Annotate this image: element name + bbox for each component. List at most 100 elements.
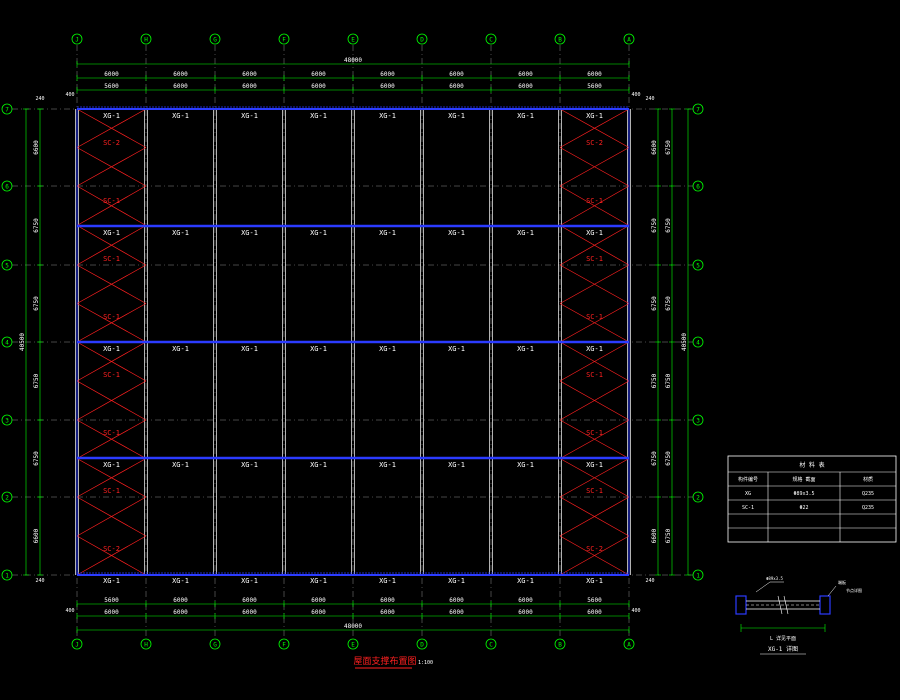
axis-bubble bbox=[278, 33, 290, 45]
brace-member bbox=[559, 458, 630, 498]
strut-label: XG-1 bbox=[448, 577, 465, 585]
edge-dim-text: 400 bbox=[631, 608, 640, 614]
axis-bubble bbox=[485, 638, 497, 650]
dim-top-inner-text: 6000 bbox=[311, 83, 326, 90]
detail-caption: XG-1 详图 bbox=[768, 645, 798, 653]
brace-member bbox=[76, 496, 147, 537]
dim-top-inner-text: 6000 bbox=[449, 83, 464, 90]
brace-member bbox=[76, 341, 147, 382]
strut-label: XG-1 bbox=[379, 461, 396, 469]
detail-leader bbox=[755, 581, 771, 593]
axis-bubble bbox=[623, 33, 635, 45]
strut-label: XG-1 bbox=[310, 229, 327, 237]
strut-label: XG-1 bbox=[310, 112, 327, 120]
brace-label: SC-2 bbox=[103, 139, 120, 147]
dim-bottom-bays-text: 6000 bbox=[380, 609, 395, 616]
axis-bubble-label: A bbox=[627, 642, 631, 649]
strut-label: XG-1 bbox=[448, 345, 465, 353]
brace-member bbox=[76, 458, 147, 498]
dim-top-inner-text: 6000 bbox=[173, 83, 188, 90]
axis-bubble-label: 4 bbox=[5, 340, 9, 347]
dim-right-bays-text: 6600 bbox=[651, 140, 658, 155]
brace-label: SC-1 bbox=[103, 197, 120, 205]
strut-label: XG-1 bbox=[172, 229, 189, 237]
detail-dim-label: L 详见平面 bbox=[770, 635, 796, 642]
axis-bubble-label: B bbox=[558, 37, 562, 44]
axis-bubble-label: G bbox=[213, 642, 217, 649]
tie-beams bbox=[76, 106, 630, 576]
axis-bubble bbox=[1, 491, 13, 503]
axis-bubble bbox=[623, 638, 635, 650]
dim-top-bays-text: 6000 bbox=[173, 71, 188, 78]
dim-bottom-inner-text: 6000 bbox=[380, 597, 395, 604]
strut-label: XG-1 bbox=[310, 461, 327, 469]
table-cell: XG bbox=[745, 491, 751, 497]
axis-bubble bbox=[554, 638, 566, 650]
dim-left-bays-text: 6750 bbox=[33, 373, 40, 388]
dim-right-bays-text: 6750 bbox=[651, 296, 658, 311]
axis-bubble bbox=[692, 336, 704, 348]
axis-bubble-label: 4 bbox=[696, 340, 700, 347]
strut-label: XG-1 bbox=[448, 112, 465, 120]
dim-right-bays-text: 6750 bbox=[651, 373, 658, 388]
strut-label: XG-1 bbox=[517, 112, 534, 120]
dim-right-outer-text: 6750 bbox=[665, 218, 672, 233]
dim-right-outer-text: 6750 bbox=[665, 373, 672, 388]
axis-bubble bbox=[692, 414, 704, 426]
axis-bubble-label: C bbox=[489, 642, 493, 649]
axis-bubble-label: 6 bbox=[696, 184, 700, 191]
dim-right-bays-text: 6600 bbox=[651, 528, 658, 543]
axis-bubble-label: 2 bbox=[5, 495, 9, 502]
axis-bubble-label: F bbox=[282, 37, 286, 44]
axis-bubble bbox=[71, 638, 83, 650]
strut-label: XG-1 bbox=[379, 345, 396, 353]
strut-label: XG-1 bbox=[586, 461, 603, 469]
axis-bubble-label: C bbox=[489, 37, 493, 44]
axis-bubble-label: F bbox=[282, 642, 286, 649]
brace-member bbox=[76, 185, 147, 226]
edge-dim-text: 400 bbox=[65, 608, 74, 614]
dim-bottom-bays-text: 6000 bbox=[587, 609, 602, 616]
axis-bubble-label: 3 bbox=[5, 418, 9, 425]
table-frame bbox=[727, 455, 897, 543]
detail-break-mark bbox=[783, 595, 789, 615]
axis-bubble-label: 3 bbox=[696, 418, 700, 425]
brace-label: SC-1 bbox=[586, 487, 603, 495]
brace-label: SC-1 bbox=[586, 197, 603, 205]
table-cell: Φ22 bbox=[799, 505, 808, 511]
detail-note-right: 端板 bbox=[838, 579, 846, 585]
strut-label: XG-1 bbox=[241, 577, 258, 585]
dim-left-bays-text: 6750 bbox=[33, 296, 40, 311]
strut-label: XG-1 bbox=[103, 229, 120, 237]
dim-top-bays-text: 6000 bbox=[380, 71, 395, 78]
dim-bottom-inner-text: 6000 bbox=[449, 597, 464, 604]
dim-bottom-bays-text: 6000 bbox=[311, 609, 326, 616]
axis-bubble-label: A bbox=[627, 37, 631, 44]
dim-left-bays-text: 6750 bbox=[33, 451, 40, 466]
edge-side-dim-text: 240 bbox=[645, 96, 654, 102]
strut-label: XG-1 bbox=[379, 229, 396, 237]
strut-label: XG-1 bbox=[103, 461, 120, 469]
strut-label: XG-1 bbox=[241, 112, 258, 120]
dim-top-inner-text: 6000 bbox=[242, 83, 257, 90]
table-header-cell: 构件编号 bbox=[738, 476, 758, 483]
brace-member bbox=[76, 380, 147, 421]
dim-top-bays-text: 6000 bbox=[242, 71, 257, 78]
axis-bubble-label: B bbox=[558, 642, 562, 649]
axis-bubble bbox=[1, 414, 13, 426]
axis-bubble-label: J bbox=[75, 642, 79, 649]
axis-bubble-label: D bbox=[420, 642, 424, 649]
dim-top-total-text: 48000 bbox=[344, 57, 362, 64]
brace-member bbox=[76, 225, 147, 266]
dim-top-bays-text: 6000 bbox=[518, 71, 533, 78]
strut-label: XG-1 bbox=[103, 112, 120, 120]
strut-label: XG-1 bbox=[310, 345, 327, 353]
dim-right-bays-text: 6750 bbox=[651, 218, 658, 233]
axis-bubble bbox=[416, 33, 428, 45]
drawing-scale: 1:100 bbox=[418, 660, 433, 666]
detail-end-plate bbox=[819, 595, 831, 615]
brace-member bbox=[559, 303, 630, 343]
